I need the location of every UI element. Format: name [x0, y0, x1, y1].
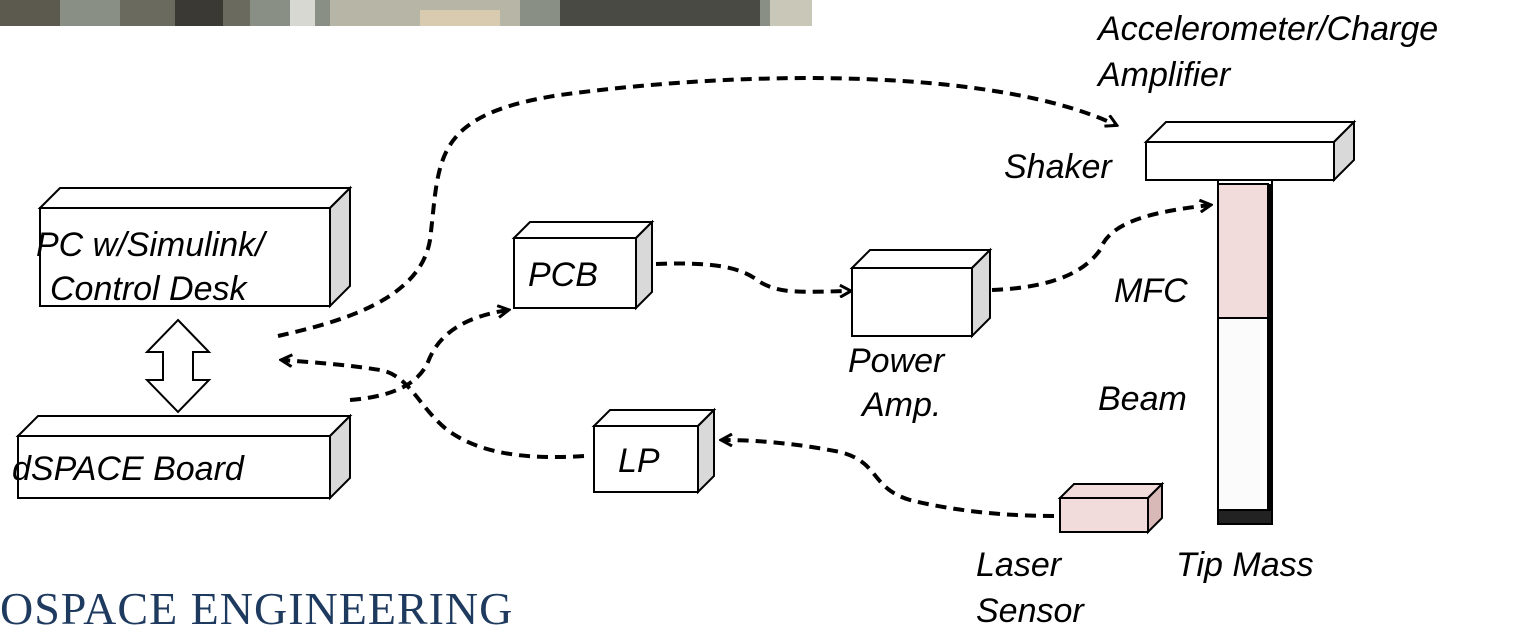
path-pcb-to-poweramp [655, 261, 850, 292]
beam-body [1217, 317, 1269, 517]
power-amp-label-line2: Amp. [862, 386, 942, 424]
tip-mass-block [1217, 509, 1273, 525]
path-poweramp-to-mfc [991, 205, 1210, 292]
path-lp-to-dspace [282, 360, 585, 459]
mfc-label: MFC [1114, 272, 1188, 310]
signal-paths [277, 76, 1210, 518]
pcb-label: PCB [528, 256, 598, 294]
laser-label-line2: Sensor [976, 592, 1084, 630]
lp-box [591, 407, 717, 495]
pc-label-line2: Control Desk [50, 270, 247, 308]
pc-label-line1: PC w/Simulink/ [36, 226, 265, 264]
beam-column [1217, 179, 1273, 525]
power-amp-label-line1: Power [848, 342, 945, 380]
dspace-label: dSPACE Board [12, 450, 244, 488]
pcb-box [511, 219, 655, 311]
beam-label: Beam [1098, 380, 1187, 418]
bidirectional-arrow [144, 318, 212, 414]
laser-sensor-box [1057, 481, 1165, 535]
path-laser-to-lp [722, 440, 1055, 518]
power-amp-box [849, 247, 993, 339]
mfc-patch [1217, 183, 1269, 319]
tip-mass-label: Tip Mass [1176, 546, 1314, 584]
footer-banner-text: OSPACE ENGINEERING [0, 583, 514, 634]
lp-label: LP [618, 442, 660, 480]
path-dspace-to-pcb [349, 310, 508, 402]
laser-label-line1: Laser [976, 546, 1062, 584]
shaker-label: Shaker [1004, 148, 1112, 186]
pc-box [37, 185, 353, 309]
dspace-box [15, 413, 353, 501]
shaker-box [1143, 119, 1357, 183]
accelerometer-label-line2: Amplifier [1098, 56, 1231, 94]
photo-strip [0, 0, 812, 26]
accelerometer-label-line1: Accelerometer/Charge [1098, 10, 1439, 48]
